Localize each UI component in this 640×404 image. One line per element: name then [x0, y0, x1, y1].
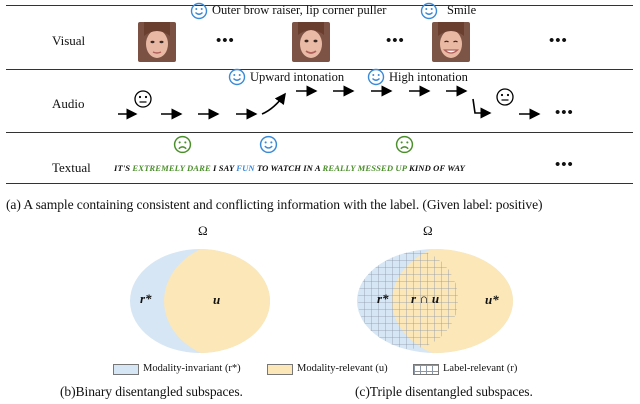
transcript-token-negative: EXTREMELY DARE [132, 163, 211, 173]
transcript-token: I SAY [210, 163, 237, 173]
audio-text-divider [6, 132, 633, 133]
happy-face-icon [367, 68, 385, 91]
happy-face-icon [420, 2, 438, 25]
visual-ellipsis: ••• [549, 33, 568, 49]
neutral-face-icon [134, 90, 152, 108]
audio-arrow-falling [472, 98, 492, 119]
transcript-sentence: IT'S EXTREMELY DARE I SAY FUN TO WATCH I… [114, 163, 465, 173]
r-star-label: r* [377, 291, 389, 306]
triple-venn-diagram [357, 249, 513, 353]
legend-label-label-relevant: Label-relevant (r) [443, 363, 518, 374]
u-label: u [213, 292, 221, 307]
caption-a: (a) A sample containing consistent and c… [6, 197, 543, 212]
visual-annotation-1: Outer brow raiser, lip corner puller [212, 3, 387, 17]
omega-label: Ω [198, 223, 208, 238]
r-star-label: r* [140, 291, 152, 306]
transcript-token-positive: FUN [236, 163, 255, 173]
sad-face-icon [395, 135, 414, 159]
visual-ellipsis: ••• [386, 33, 405, 49]
legend-label-relevant: Modality-relevant (u) [297, 363, 388, 374]
r-cap-u-label: r ∩ u [411, 291, 440, 306]
relevant-region [164, 249, 270, 353]
legend-swatch-label-relevant [413, 364, 439, 375]
happy-face-icon [190, 2, 208, 25]
face-frame-image [292, 22, 330, 62]
omega-label: Ω [423, 223, 433, 238]
bottom-rule [6, 183, 633, 184]
legend-label-invariant: Modality-invariant (r*) [143, 363, 241, 374]
audio-arrow-rising [261, 92, 286, 115]
u-star-label: u* [485, 292, 499, 307]
transcript-token-negative: REALLY MESSED UP [322, 163, 407, 173]
happy-face-icon [228, 68, 246, 91]
top-rule [6, 5, 633, 6]
visual-audio-divider [6, 69, 633, 70]
row-label-audio: Audio [52, 96, 85, 111]
text-ellipsis: ••• [555, 157, 574, 173]
visual-annotation-2: Smile [447, 3, 477, 17]
happy-face-icon [259, 135, 278, 159]
audio-sequence [118, 85, 541, 120]
caption-c: (c)Triple disentangled subspaces. [355, 384, 533, 399]
neutral-face-icon [496, 88, 514, 106]
sad-face-icon [173, 135, 192, 159]
row-label-textual: Textual [52, 160, 91, 175]
visual-ellipsis: ••• [216, 33, 235, 49]
caption-b: (b)Binary disentangled subspaces. [60, 384, 243, 399]
face-frame-image [138, 22, 176, 62]
audio-annotation-1: Upward intonation [250, 70, 345, 84]
row-label-visual: Visual [52, 33, 86, 48]
binary-venn-diagram [130, 249, 270, 353]
transcript-token: KIND OF WAY [406, 163, 466, 173]
transcript-token: TO WATCH IN A [254, 163, 323, 173]
transcript-token: IT'S [114, 163, 133, 173]
audio-annotation-2: High intonation [389, 70, 468, 84]
face-frame-image [432, 22, 470, 62]
legend-swatch-invariant [113, 364, 139, 375]
legend-swatch-relevant [267, 364, 293, 375]
audio-ellipsis: ••• [555, 105, 574, 121]
